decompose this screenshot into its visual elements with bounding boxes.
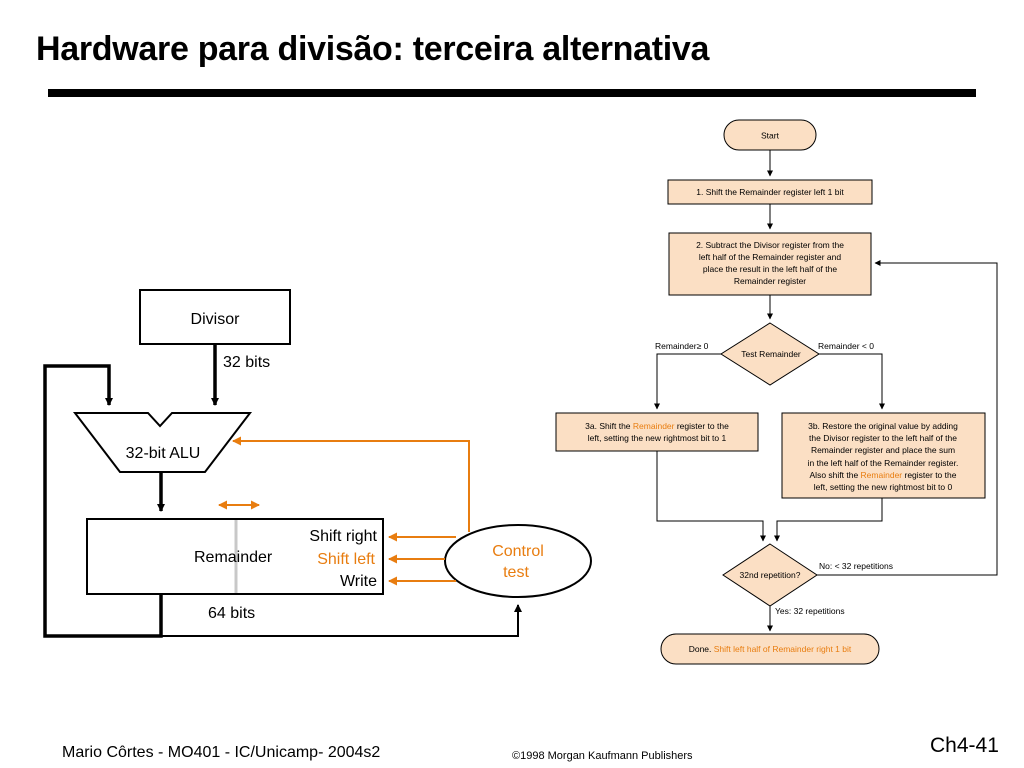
step2-line4: Remainder register — [734, 276, 806, 286]
divisor-bits-label: 32 bits — [223, 354, 270, 371]
test-to-3a-arrow — [654, 353, 721, 410]
test-remainder-label: Test Remainder — [741, 349, 801, 359]
shift-left-label: Shift left — [317, 551, 375, 568]
alu-label: 32-bit ALU — [126, 445, 201, 462]
step2-line1: 2. Subtract the Divisor register from th… — [696, 240, 844, 250]
control-label-line2: test — [503, 564, 529, 581]
step2-line2: left half of the Remainder register and — [699, 252, 841, 262]
step3a-to-merge-line — [656, 451, 766, 542]
step3a-box — [555, 412, 759, 452]
title-divider — [48, 89, 976, 97]
step3b-line5: Also shift the Remainder register to the — [810, 470, 957, 480]
branch-ge-label: Remainder≥ 0 — [655, 341, 709, 351]
write-label: Write — [340, 573, 377, 590]
alu-control-signal — [232, 436, 470, 532]
alu-shape — [72, 412, 253, 473]
slide-number: Ch4-41 — [930, 734, 999, 757]
remainder-feedback-wire — [43, 364, 163, 638]
step2-line3: place the result in the left half of the — [703, 264, 837, 274]
divisor-register — [139, 289, 291, 345]
step3b-line2: the Divisor register to the left half of… — [809, 433, 957, 443]
step3b-line3: Remainder register and place the sum — [811, 445, 955, 455]
step1-text: 1. Shift the Remainder register left 1 b… — [696, 187, 844, 197]
test-remainder-decision — [720, 322, 820, 386]
remainder-to-control-wire — [161, 604, 522, 637]
no-loop-arrow — [817, 260, 998, 576]
footer-copyright: ©1998 Morgan Kaufmann Publishers — [512, 750, 693, 762]
step2-box — [668, 232, 872, 296]
step1-box — [667, 179, 873, 205]
test-to-3b-arrow — [819, 353, 885, 410]
remainder-bits-label: 64 bits — [208, 605, 255, 622]
control-test-unit — [444, 524, 592, 598]
step3a-line2: left, setting the new rightmost bit to 1 — [588, 433, 727, 443]
control-label-line1: Control — [492, 543, 544, 560]
footer-author: Mario Côrtes - MO401 - IC/Unicamp- 2004s… — [62, 744, 381, 761]
remainder-label: Remainder — [194, 549, 273, 566]
step3a-line1: 3a. Shift the Remainder register to the — [585, 421, 729, 431]
step3b-line4: in the left half of the Remainder regist… — [808, 458, 959, 468]
step3b-line1: 3b. Restore the original value by adding — [808, 421, 958, 431]
step3b-line6: left, setting the new rightmost bit to 0 — [814, 482, 953, 492]
page-title: Hardware para divisão: terceira alternat… — [36, 30, 710, 68]
repetition-label: 32nd repetition? — [740, 570, 801, 580]
branch-lt-label: Remainder < 0 — [818, 341, 874, 351]
shift-right-label: Shift right — [309, 528, 377, 545]
done-node — [660, 633, 880, 665]
divisor-label: Divisor — [191, 311, 241, 328]
yes-label: Yes: 32 repetitions — [775, 606, 845, 616]
no-label: No: < 32 repetitions — [819, 561, 893, 571]
done-label: Done. Shift left half of Remainder right… — [689, 644, 852, 654]
step3b-to-merge-line — [774, 498, 883, 542]
flowchart: Start 1. Shift the Remainder register le… — [555, 119, 998, 665]
step3b-box — [781, 412, 986, 499]
start-label: Start — [761, 131, 780, 141]
hardware-diagram: Divisor 32 bits 32-bit ALU Remainder Shi… — [43, 289, 592, 638]
